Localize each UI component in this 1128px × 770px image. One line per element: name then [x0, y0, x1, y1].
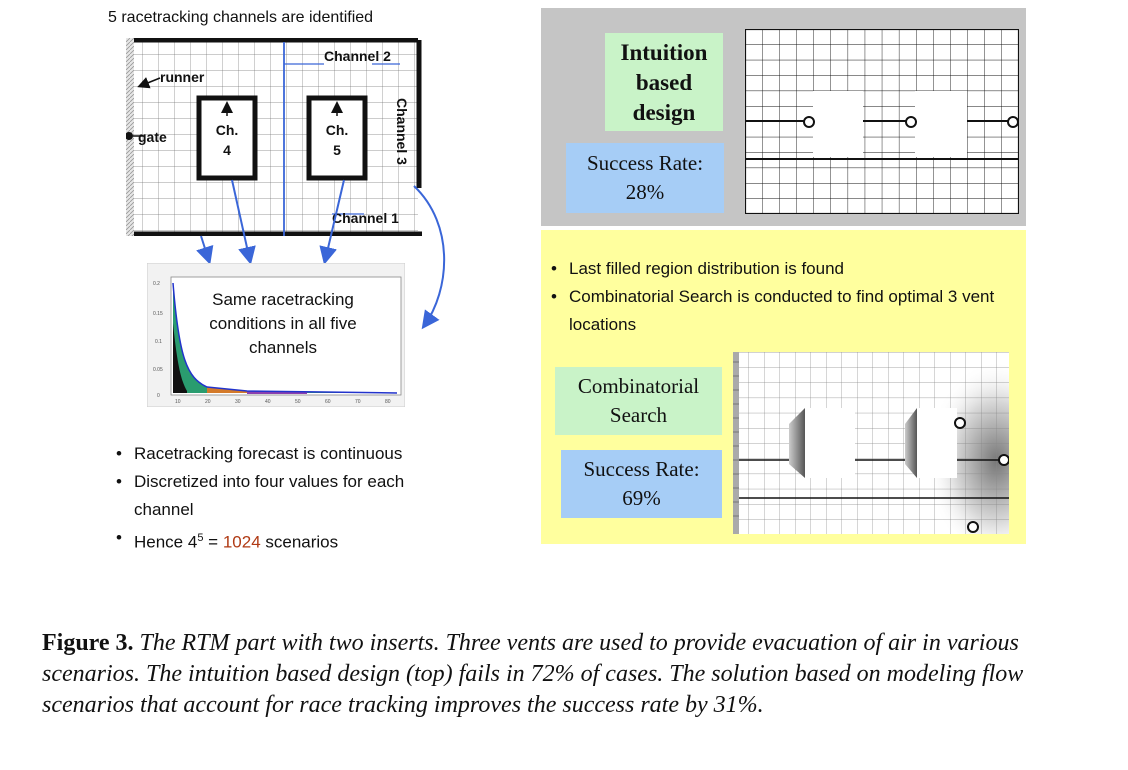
- ch5-label-line1: Ch.: [326, 122, 349, 138]
- vent-opt-3: [967, 521, 979, 533]
- hence-exponent: 5: [197, 532, 204, 544]
- svg-text:0.1: 0.1: [155, 339, 162, 345]
- svg-text:30: 30: [235, 399, 241, 405]
- figure-caption: Figure 3. The RTM part with two inserts.…: [42, 628, 1112, 721]
- scenario-count: 1024: [222, 532, 261, 552]
- vent-opt-2: [998, 454, 1009, 466]
- right-bullet-list: Last filled region distribution is found…: [549, 255, 1019, 339]
- left-bullet-list: Racetracking forecast is continuous Disc…: [114, 440, 464, 557]
- shadow-insert-1: [789, 408, 805, 478]
- bottom-insert-2: [917, 408, 957, 478]
- success-rate-bottom-value: 69%: [622, 486, 661, 510]
- ch5-label-line2: 5: [333, 142, 341, 158]
- svg-text:0: 0: [157, 393, 160, 399]
- success-rate-top: Success Rate: 28%: [566, 143, 724, 213]
- success-rate-top-label: Success Rate:: [586, 151, 704, 175]
- insert-ch4: [196, 95, 258, 181]
- combinatorial-search-label: Combinatorial Search: [555, 367, 722, 435]
- runner-label: runner: [160, 69, 205, 85]
- success-rate-top-value: 28%: [625, 180, 665, 204]
- left-bullet-1: Racetracking forecast is continuous: [114, 440, 464, 468]
- svg-text:80: 80: [385, 399, 391, 405]
- intuition-vent-grid: [745, 29, 1019, 214]
- top-insert-2: [915, 91, 967, 157]
- ch4-label-line1: Ch.: [216, 122, 239, 138]
- right-bullet-2: Combinatorial Search is conducted to fin…: [549, 283, 1019, 339]
- channel1-label: Channel 1: [332, 210, 399, 226]
- left-bullet-hence: Hence 45 = 1024 scenarios: [114, 524, 464, 557]
- mold-channel-diagram: runner gate Channel 2 Channel 1 Channel …: [126, 38, 422, 236]
- vent-top-3: [1007, 116, 1019, 128]
- svg-text:0.2: 0.2: [153, 281, 160, 287]
- gate-label: gate: [138, 129, 167, 145]
- svg-text:40: 40: [265, 399, 271, 405]
- svg-text:0.15: 0.15: [153, 311, 163, 317]
- vent-opt-1: [954, 417, 966, 429]
- ch4-label-line2: 4: [223, 142, 231, 158]
- forecast-note: Same racetracking conditions in all five…: [209, 290, 357, 357]
- svg-text:0.05: 0.05: [153, 367, 163, 373]
- svg-text:70: 70: [355, 399, 361, 405]
- vent-top-1: [803, 116, 815, 128]
- channel2-label: Channel 2: [324, 48, 391, 64]
- figure-caption-text: The RTM part with two inserts. Three ven…: [42, 630, 1024, 718]
- svg-text:60: 60: [325, 399, 331, 405]
- gate-point: [126, 132, 133, 140]
- hence-equals: =: [203, 532, 223, 552]
- intuition-design-label: Intuition based design: [605, 33, 723, 131]
- shadow-insert-2: [905, 408, 917, 478]
- success-rate-bottom-label: Success Rate:: [583, 457, 700, 481]
- racetracking-distribution-plot: 0.2 0.15 0.1 0.05 0 10 20 30 40 50 60 70 80: [147, 263, 405, 407]
- hence-suffix: scenarios: [260, 532, 339, 552]
- svg-text:20: 20: [205, 399, 211, 405]
- channels-title: 5 racetracking channels are identified: [108, 9, 374, 26]
- top-insert-1: [813, 91, 863, 157]
- figure-label: Figure 3.: [42, 630, 134, 656]
- vent-top-2: [905, 116, 917, 128]
- optimized-vent-grid: [733, 352, 1009, 534]
- svg-text:50: 50: [295, 399, 301, 405]
- channel3-label: Channel 3: [394, 98, 410, 165]
- hence-prefix: Hence 4: [134, 532, 198, 552]
- svg-text:10: 10: [175, 399, 181, 405]
- right-bullet-1: Last filled region distribution is found: [549, 255, 1019, 283]
- inlet-strip: [733, 352, 739, 534]
- success-rate-bottom: Success Rate: 69%: [561, 450, 722, 518]
- left-bullet-2: Discretized into four values for each ch…: [114, 468, 464, 524]
- bottom-insert-1: [805, 408, 855, 478]
